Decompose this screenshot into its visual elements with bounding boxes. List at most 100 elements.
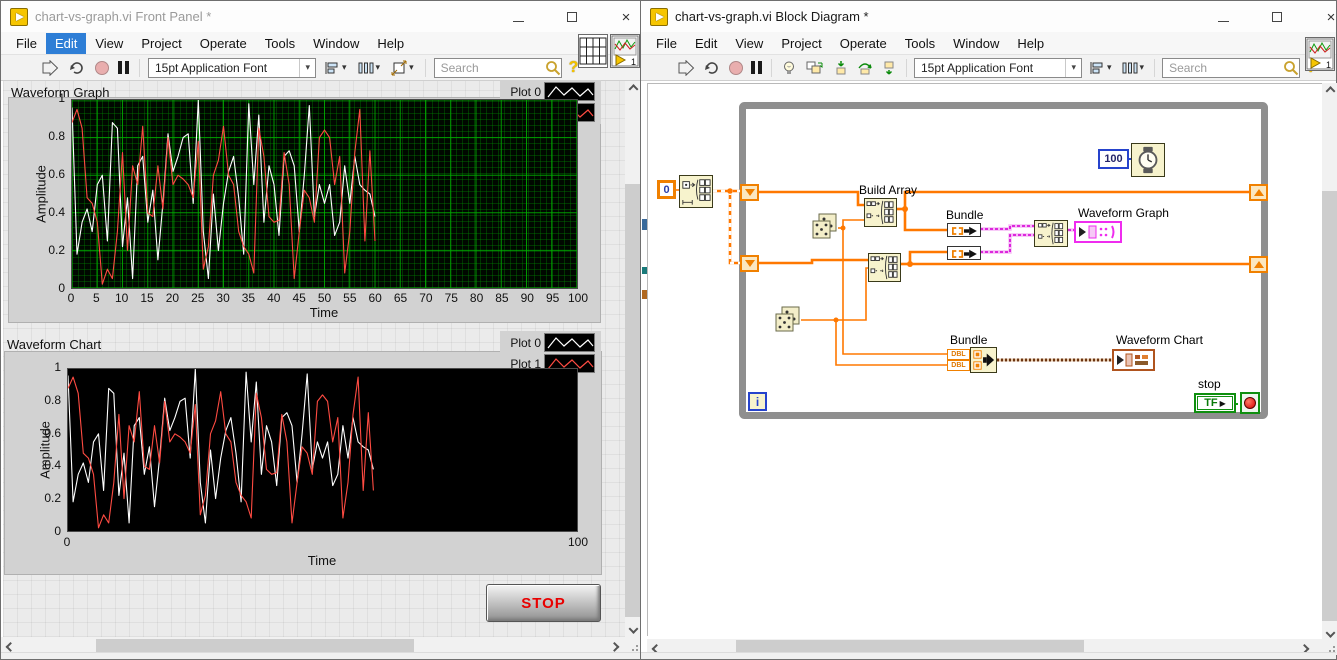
search-box xyxy=(434,58,562,78)
fp-scroll-up-icon[interactable] xyxy=(625,83,641,97)
fp-scroll-down-icon[interactable] xyxy=(625,619,641,635)
distribute-objects-button[interactable]: ▾ xyxy=(355,58,384,78)
build-array-clusters-node[interactable] xyxy=(1034,220,1068,247)
step-out-button[interactable] xyxy=(879,58,899,78)
fp-toolbar: 15pt Application Font ▾ ▾ ▾ ▾ ? xyxy=(1,55,640,81)
numeric-constant-0[interactable]: 0 xyxy=(657,180,676,199)
run-continuous-button[interactable] xyxy=(66,58,88,78)
bundle-node[interactable] xyxy=(947,223,981,237)
x-tick-label: 30 xyxy=(216,291,229,305)
waveform-graph-plot[interactable] xyxy=(71,99,578,289)
fp-scroll-left-icon[interactable] xyxy=(3,638,17,652)
step-into-button[interactable] xyxy=(831,58,851,78)
legend-row[interactable]: Plot 0 xyxy=(500,332,601,353)
waveform-graph-node-label: Waveform Graph xyxy=(1078,206,1169,220)
x-tick-label: 0 xyxy=(64,535,71,549)
menu-help[interactable]: Help xyxy=(368,33,413,54)
vi-icon[interactable] xyxy=(610,34,640,68)
menu-window[interactable]: Window xyxy=(944,33,1008,54)
font-selector[interactable]: 15pt Application Font ▾ xyxy=(148,58,316,78)
search-input[interactable] xyxy=(435,61,545,75)
random-number-dice-icon[interactable] xyxy=(775,306,801,333)
dbl-input-chip[interactable]: DBL xyxy=(947,349,970,360)
maximize-button[interactable] xyxy=(1265,5,1289,29)
shift-register-left-top[interactable] xyxy=(740,184,759,201)
y-tick-label: 1 xyxy=(33,91,65,105)
waveform-chart-terminal[interactable] xyxy=(1112,349,1155,371)
pause-button[interactable] xyxy=(749,58,764,78)
iteration-terminal[interactable]: i xyxy=(748,392,767,411)
random-number-dice-icon[interactable] xyxy=(812,213,838,240)
y-tick-label: 0.6 xyxy=(33,167,65,181)
initialize-array-node[interactable] xyxy=(679,175,713,208)
build-array-node[interactable] xyxy=(868,253,901,282)
retain-wire-values-icon[interactable] xyxy=(803,58,827,78)
align-objects-button[interactable]: ▾ xyxy=(321,58,350,78)
build-array-label: Build Array xyxy=(859,183,917,197)
bundle-label: Bundle xyxy=(950,333,987,347)
dbl-input-chip[interactable]: DBL xyxy=(947,360,970,371)
menu-tools[interactable]: Tools xyxy=(896,33,944,54)
menu-operate[interactable]: Operate xyxy=(191,33,256,54)
maximize-button[interactable] xyxy=(560,5,584,29)
vi-icon[interactable] xyxy=(1305,37,1335,71)
menu-view[interactable]: View xyxy=(86,33,132,54)
legend-swatch[interactable] xyxy=(544,333,595,352)
run-continuous-button[interactable] xyxy=(701,58,723,78)
wait-ms-node[interactable] xyxy=(1131,143,1165,177)
menu-file[interactable]: File xyxy=(7,33,46,54)
close-button[interactable]: × xyxy=(1319,5,1337,29)
bundle-node[interactable] xyxy=(947,246,981,260)
menu-edit[interactable]: Edit xyxy=(686,33,726,54)
distribute-objects-button[interactable]: ▾ xyxy=(1119,58,1148,78)
menu-operate[interactable]: Operate xyxy=(831,33,896,54)
menu-tools[interactable]: Tools xyxy=(256,33,304,54)
connector-pane-icon[interactable] xyxy=(578,34,608,68)
bundle-chart-node[interactable] xyxy=(970,347,997,373)
pause-button[interactable] xyxy=(116,58,131,78)
waveform-chart-node-label: Waveform Chart xyxy=(1116,333,1203,347)
menu-help[interactable]: Help xyxy=(1008,33,1053,54)
menu-view[interactable]: View xyxy=(726,33,772,54)
x-tick-label: 20 xyxy=(166,291,179,305)
menu-file[interactable]: File xyxy=(647,33,686,54)
menu-project[interactable]: Project xyxy=(132,33,190,54)
run-button[interactable] xyxy=(675,58,697,78)
abort-button[interactable] xyxy=(93,58,111,78)
waveform-chart-plot[interactable] xyxy=(67,368,578,532)
font-selector[interactable]: 15pt Application Font ▾ xyxy=(914,58,1082,78)
search-input[interactable] xyxy=(1163,61,1283,75)
shift-register-left-bottom[interactable] xyxy=(740,255,759,272)
menu-window[interactable]: Window xyxy=(304,33,368,54)
align-objects-button[interactable]: ▾ xyxy=(1086,58,1115,78)
waveform-graph-terminal[interactable] xyxy=(1074,221,1122,243)
fp-hscroll-thumb[interactable] xyxy=(96,639,414,653)
bd-scroll-down-icon[interactable] xyxy=(1322,623,1337,639)
menu-project[interactable]: Project xyxy=(772,33,830,54)
y-tick-label: 0.6 xyxy=(29,426,61,440)
fp-scroll-right-icon[interactable] xyxy=(607,638,621,652)
x-tick-label: 65 xyxy=(394,291,407,305)
minimize-button[interactable] xyxy=(1211,5,1235,29)
build-array-node[interactable] xyxy=(864,198,897,227)
shift-register-right-bottom[interactable] xyxy=(1249,256,1268,273)
stop-button[interactable]: STOP xyxy=(486,584,601,622)
menu-edit[interactable]: Edit xyxy=(46,33,86,54)
stop-boolean-terminal[interactable]: TF▶ xyxy=(1194,393,1236,413)
run-button[interactable] xyxy=(39,58,61,78)
abort-button[interactable] xyxy=(727,58,745,78)
minimize-button[interactable] xyxy=(506,5,530,29)
close-button[interactable]: × xyxy=(614,5,638,29)
numeric-constant-100[interactable]: 100 xyxy=(1098,149,1129,169)
window-block-diagram: chart-vs-graph.vi Block Diagram * × File… xyxy=(640,0,1337,660)
shift-register-right-top[interactable] xyxy=(1249,184,1268,201)
fp-vscroll-thumb[interactable] xyxy=(625,184,641,617)
bd-vscroll-thumb[interactable] xyxy=(1322,191,1337,621)
x-tick-label: 25 xyxy=(191,291,204,305)
highlight-execution-icon[interactable] xyxy=(779,58,799,78)
resize-objects-button[interactable]: ▾ xyxy=(388,58,417,78)
step-over-button[interactable] xyxy=(855,58,875,78)
x-tick-label: 0 xyxy=(68,291,75,305)
loop-condition-terminal[interactable] xyxy=(1240,392,1260,414)
bd-scroll-up-icon[interactable] xyxy=(1322,85,1337,99)
